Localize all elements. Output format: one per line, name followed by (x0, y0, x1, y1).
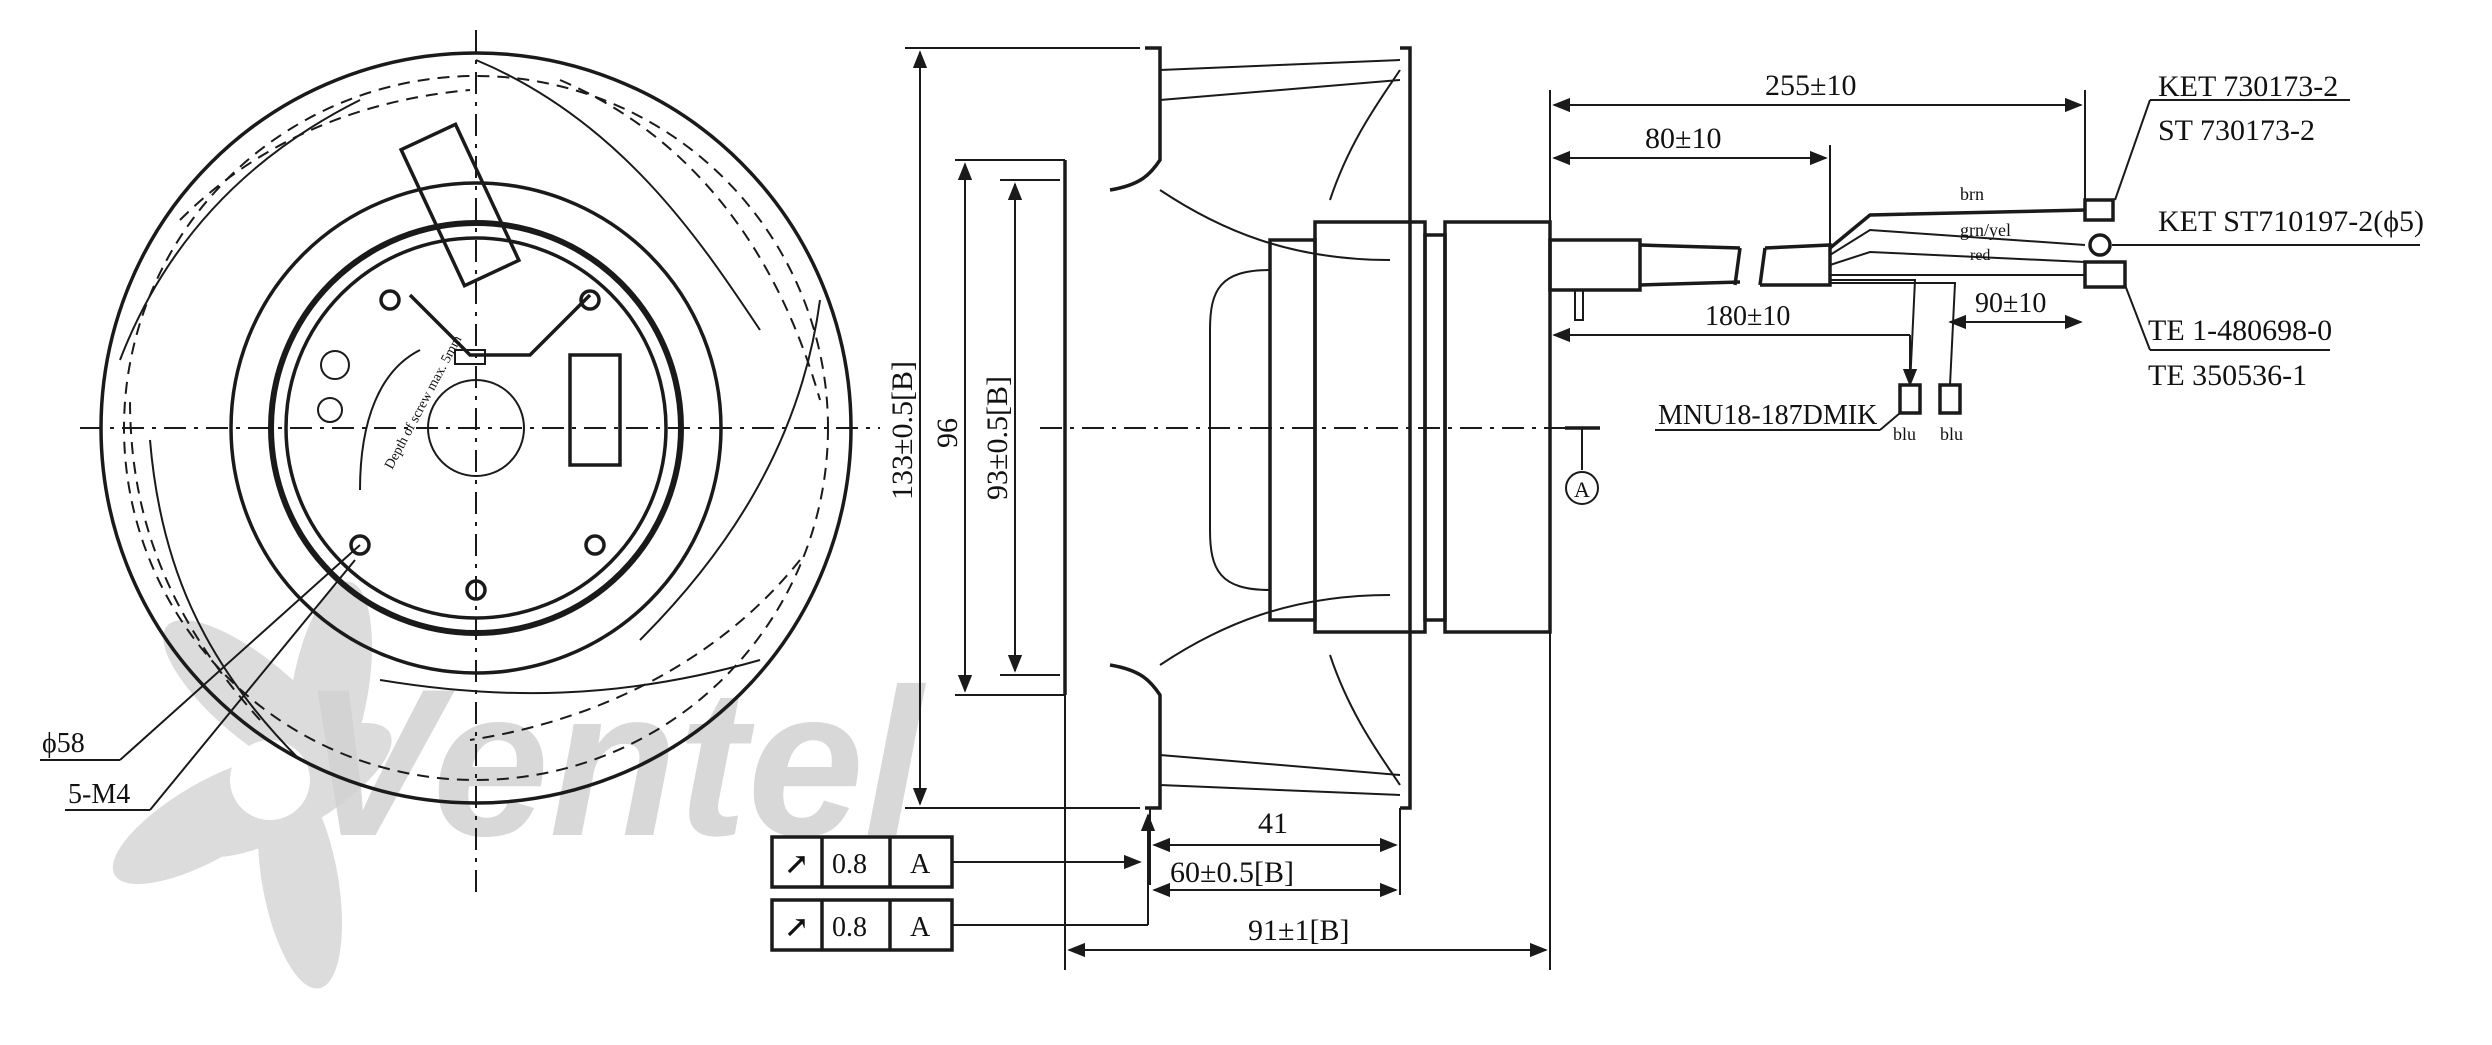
diameter-label: ϕ58 (42, 728, 85, 759)
dim-255: 255±10 (1765, 69, 1856, 102)
wire-red: red (1970, 247, 1990, 264)
dim-60: 60±0.5[B] (1170, 856, 1294, 889)
tolerance-frame-1: ↗ 0.8 A (770, 835, 1142, 889)
wire-brn: brn (1960, 184, 1984, 204)
dim-180: 180±10 (1705, 301, 1790, 332)
dim-80: 80±10 (1645, 122, 1721, 155)
wire-grn-yel: grn/yel (1960, 220, 2011, 240)
cable-harness: 255±10 80±10 180±10 90±10 brn grn/yel re… (1549, 69, 2424, 444)
dim-outer-height: 133±0.5[B] (886, 361, 919, 500)
te-connector-icon (2083, 260, 2127, 289)
holes-label: 5-M4 (68, 779, 130, 810)
blu-terminal-2-icon (1938, 383, 1962, 415)
dim-41: 41 (1258, 807, 1288, 840)
front-view: Depth of screw max. 5mm ϕ58 5-M4 (40, 30, 880, 900)
connector-st: ST 730173-2 (2158, 114, 2315, 147)
dim-90: 90±10 (1975, 288, 2046, 319)
tol-symbol: ↗ (784, 848, 809, 881)
ket-connector-icon (2083, 198, 2115, 222)
dim-91: 91±1[B] (1248, 914, 1349, 947)
impeller-blades (119, 59, 821, 761)
dim-inner-93: 93±0.5[B] (981, 376, 1014, 500)
ring-terminal-icon (2088, 233, 2112, 257)
connector-mnu: MNU18-187DMIK (1658, 400, 1877, 431)
tol-value: 0.8 (832, 849, 867, 880)
connector-ket-ring: KET ST710197-2(ϕ5) (2158, 205, 2424, 238)
connector-ket: KET 730173-2 (2158, 70, 2338, 103)
tol-datum: A (910, 912, 931, 943)
tol-datum: A (910, 849, 931, 880)
tol-value: 0.8 (832, 912, 867, 943)
mounting-holes (349, 289, 606, 601)
side-view: A 133±0.5[B] 96 93±0.5[B] 41 60±0.5[B] 9… (770, 46, 1832, 970)
fan-logo-icon (112, 581, 392, 989)
watermark: Ventel (112, 581, 926, 989)
dim-inner-96: 96 (931, 418, 964, 448)
tol-symbol: ↗ (784, 911, 809, 944)
screw-depth-label: Depth of screw max. 5mm (382, 333, 465, 472)
watermark-text: Ventel (300, 645, 926, 880)
wire-blu-1: blu (1893, 424, 1916, 444)
connector-te2: TE 350536-1 (2148, 359, 2307, 392)
datum-label: A (1574, 477, 1590, 502)
tolerance-frame-2: ↗ 0.8 A (770, 813, 1156, 952)
wire-blu-2: blu (1940, 424, 1963, 444)
blu-terminal-1-icon (1898, 383, 1922, 415)
connector-te1: TE 1-480698-0 (2148, 314, 2332, 347)
